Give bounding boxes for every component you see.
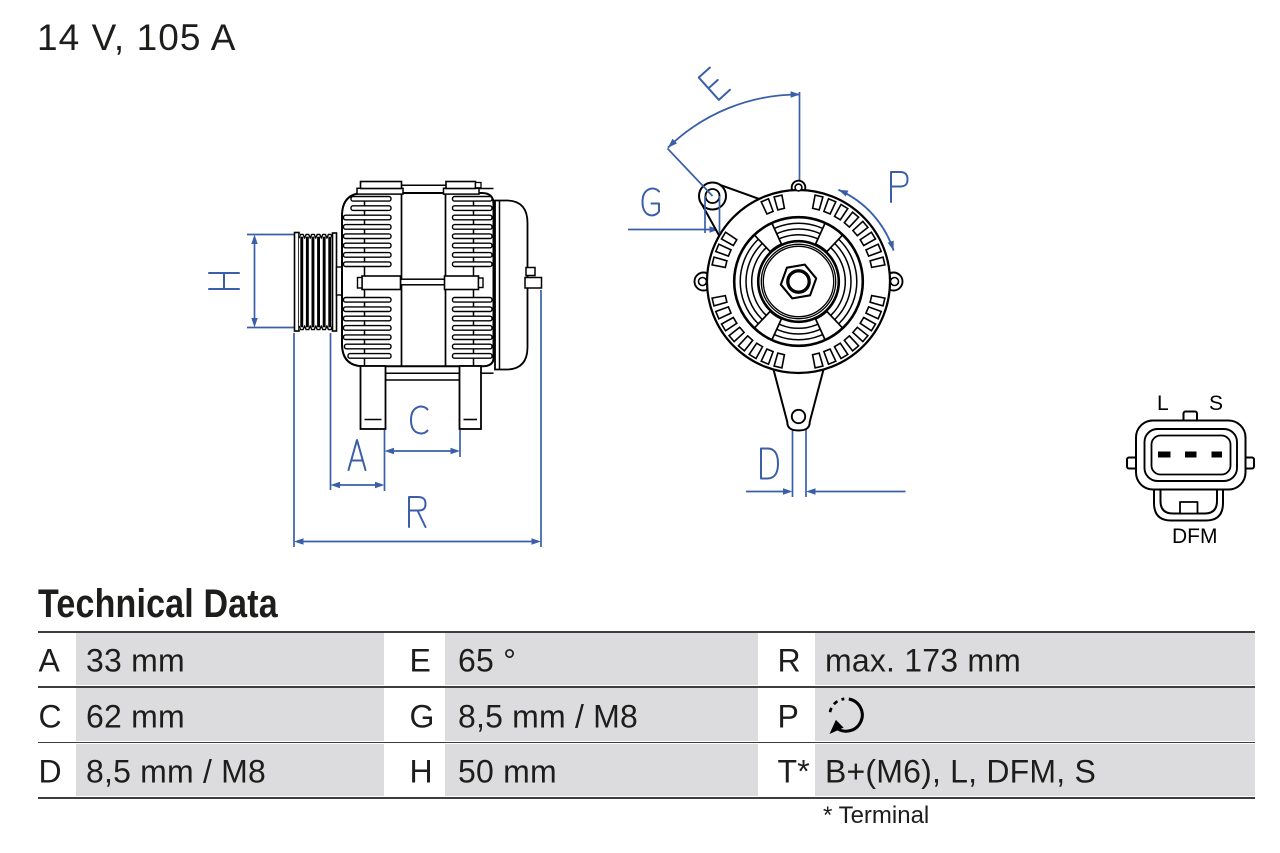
svg-text:DFM: DFM [1172,525,1218,548]
svg-text:S: S [1209,392,1223,415]
svg-text:L: L [1157,392,1169,415]
